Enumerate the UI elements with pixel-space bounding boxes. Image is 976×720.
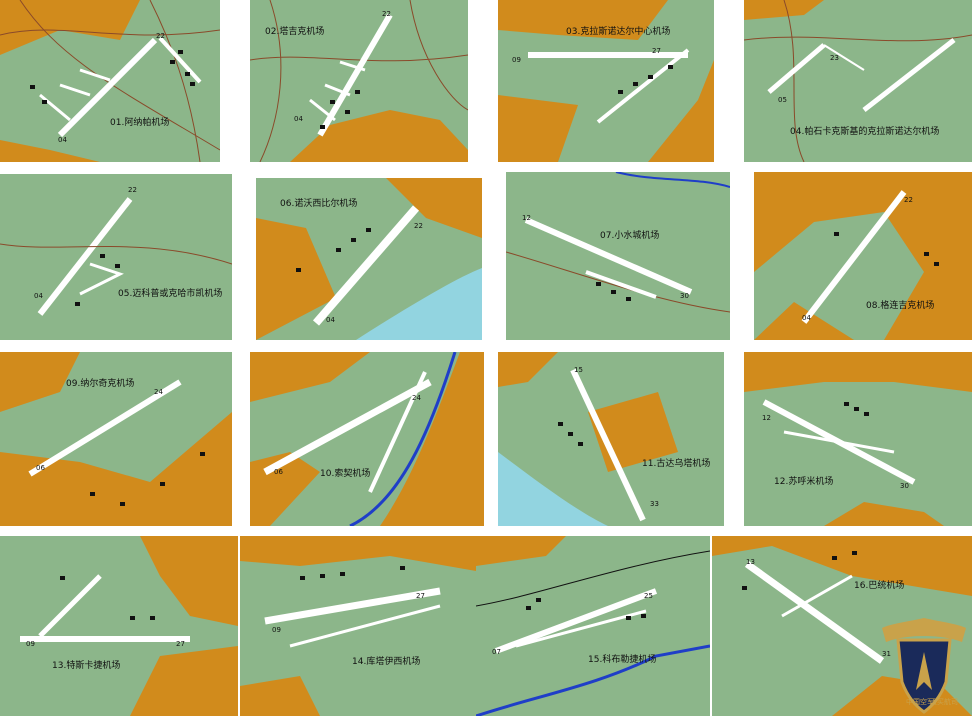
runway-number: 27 — [416, 592, 425, 600]
airfield-name: 05.迈科普或克哈市凯机场 — [118, 289, 223, 299]
airfield-name: 04.帕石卡克斯基的克拉斯诺达尔机场 — [790, 127, 940, 137]
runway-number: 04 — [58, 136, 67, 144]
airfield-name: 15.科布勒捷机场 — [588, 655, 657, 665]
airfield-panel-12: 12.苏呼米机场 12 30 — [744, 352, 972, 526]
airfield-panel-14: 14.库塔伊西机场 09 27 — [240, 536, 476, 716]
airfield-map-06 — [256, 178, 482, 340]
airfield-name: 11.古达乌塔机场 — [642, 459, 711, 469]
runway-number: 23 — [830, 54, 839, 62]
runway-number: 09 — [272, 626, 281, 634]
runway-number: 22 — [904, 196, 913, 204]
airfield-name: 02.塔吉克机场 — [265, 27, 325, 37]
runway-number: 04 — [34, 292, 43, 300]
runway-number: 09 — [26, 640, 35, 648]
runway-number: 22 — [382, 10, 391, 18]
airfield-panel-15: 15.科布勒捷机场 25 07 — [476, 536, 710, 716]
runway-number: 24 — [412, 394, 421, 402]
airfield-name: 13.特斯卡捷机场 — [52, 661, 121, 671]
runway-number: 30 — [900, 482, 909, 490]
airfield-map-13 — [20, 536, 238, 716]
runway-number: 12 — [762, 414, 771, 422]
airfield-name: 12.苏呼米机场 — [774, 477, 834, 487]
airfield-name: 06.诺沃西比尔机场 — [280, 199, 358, 209]
airfield-panel-10: 10.索契机场 24 06 — [250, 352, 484, 526]
airfield-map-05 — [0, 197, 232, 316]
airfield-panel-13: 13.特斯卡捷机场 09 27 — [0, 536, 238, 716]
runway-number: 04 — [326, 316, 335, 324]
airfield-panel-06: 06.诺沃西比尔机场 22 04 — [256, 178, 482, 340]
runway-number: 24 — [154, 388, 163, 396]
runway-number: 22 — [156, 32, 165, 40]
runway-number: 27 — [652, 47, 661, 55]
runway-number: 12 — [522, 214, 531, 222]
airfield-map-09 — [0, 352, 232, 526]
airfield-panel-01: 01.阿纳帕机场 22 04 — [0, 0, 220, 162]
winged-shield-emblem-icon: 中国空军 孟买航司 — [876, 612, 972, 716]
airfield-map-02 — [250, 0, 468, 162]
airfield-panel-07: 07.小水城机场 12 30 — [506, 172, 730, 340]
airfield-map-15 — [476, 536, 710, 716]
airfield-map-08 — [754, 172, 972, 340]
airfield-name: 09.纳尔奇克机场 — [66, 379, 135, 389]
airfield-name: 08.格连吉克机场 — [866, 301, 935, 311]
airfield-name: 03.克拉斯诺达尔中心机场 — [566, 27, 671, 37]
airfield-panel-09: 09.纳尔奇克机场 24 06 — [0, 352, 232, 526]
airfield-map-07 — [506, 172, 730, 313]
runway-number: 31 — [882, 650, 891, 658]
runway-number: 05 — [778, 96, 787, 104]
runway-number: 13 — [746, 558, 755, 566]
airfield-panel-05: 05.迈科普或克哈市凯机场 22 04 — [0, 174, 232, 340]
runway-number: 06 — [36, 464, 45, 472]
airfield-panel-08: 08.格连吉克机场 22 04 — [754, 172, 972, 340]
runway-number: 33 — [650, 500, 659, 508]
runway-number: 04 — [294, 115, 303, 123]
runway-number: 27 — [176, 640, 185, 648]
runway-number: 22 — [414, 222, 423, 230]
airfield-name: 14.库塔伊西机场 — [352, 657, 421, 667]
airfield-panel-03: 03.克拉斯诺达尔中心机场 27 09 — [498, 0, 714, 162]
airfield-panel-11: 11.古达乌塔机场 15 33 — [498, 352, 724, 526]
airfield-name: 01.阿纳帕机场 — [110, 118, 170, 128]
emblem-text-secondary: 孟买航司 — [930, 697, 958, 706]
emblem-text-cn: 中国空军 — [906, 697, 934, 706]
airfield-name: 07.小水城机场 — [600, 231, 660, 241]
airfield-name: 10.索契机场 — [320, 469, 371, 479]
airfield-map-01 — [0, 0, 220, 162]
airfield-map-12 — [744, 352, 972, 526]
airfield-panel-02: 02.塔吉克机场 22 04 — [250, 0, 468, 162]
runway-number: 07 — [492, 648, 501, 656]
runway-number: 06 — [274, 468, 283, 476]
runway-number: 04 — [802, 314, 811, 322]
airfield-map-11 — [498, 352, 678, 526]
airfield-map-14 — [240, 536, 476, 716]
airfield-map-10 — [250, 352, 484, 526]
airfield-map-04 — [744, 0, 972, 162]
runway-number: 15 — [574, 366, 583, 374]
runway-number: 09 — [512, 56, 521, 64]
airfield-map-03 — [498, 0, 714, 162]
airfield-panel-04: 04.帕石卡克斯基的克拉斯诺达尔机场 23 05 — [744, 0, 972, 162]
runway-number: 30 — [680, 292, 689, 300]
runway-number: 25 — [644, 592, 653, 600]
airfield-name: 16.巴统机场 — [854, 581, 905, 591]
runway-number: 22 — [128, 186, 137, 194]
